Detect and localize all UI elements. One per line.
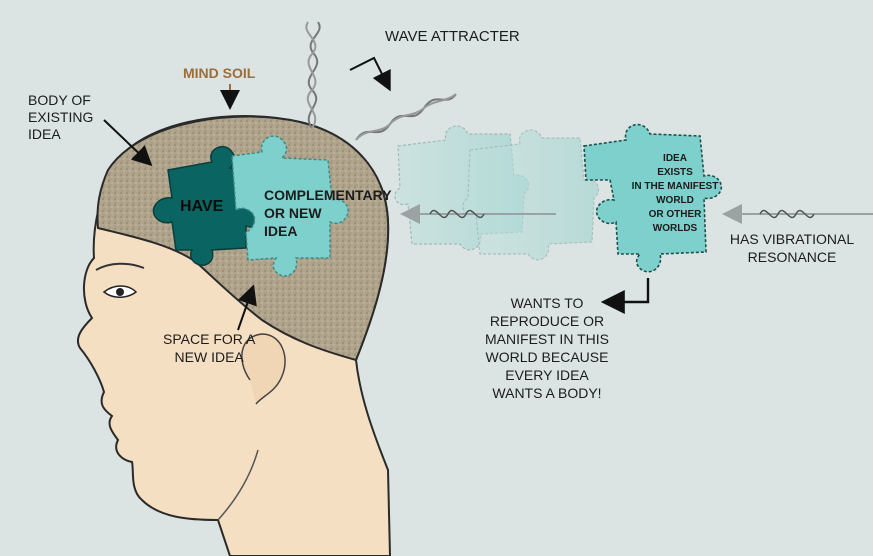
pupil-icon: [116, 288, 124, 296]
have-label: HAVE: [180, 198, 223, 216]
body-existing-label: BODY OF EXISTING IDEA: [28, 92, 93, 143]
wants-reproduce-label: WANTS TO REPRODUCE OR MANIFEST IN THIS W…: [472, 294, 622, 402]
vibrational-label: HAS VIBRATIONAL RESONANCE: [722, 230, 862, 266]
faded-puzzle-trail: [395, 126, 599, 260]
space-new-idea-label: SPACE FOR A NEW IDEA: [163, 330, 255, 366]
mind-soil-label: MIND SOIL: [183, 64, 255, 82]
wave-attracter-label: WAVE ATTRACTER: [385, 28, 520, 46]
wave-attracter-arrow: [350, 58, 388, 86]
complementary-label: COMPLEMENTARY OR NEW IDEA: [264, 186, 392, 240]
idea-exists-label: IDEA EXISTS IN THE MANIFEST WORLD OR OTH…: [620, 152, 730, 236]
resonance-arrow-right: [728, 211, 873, 218]
